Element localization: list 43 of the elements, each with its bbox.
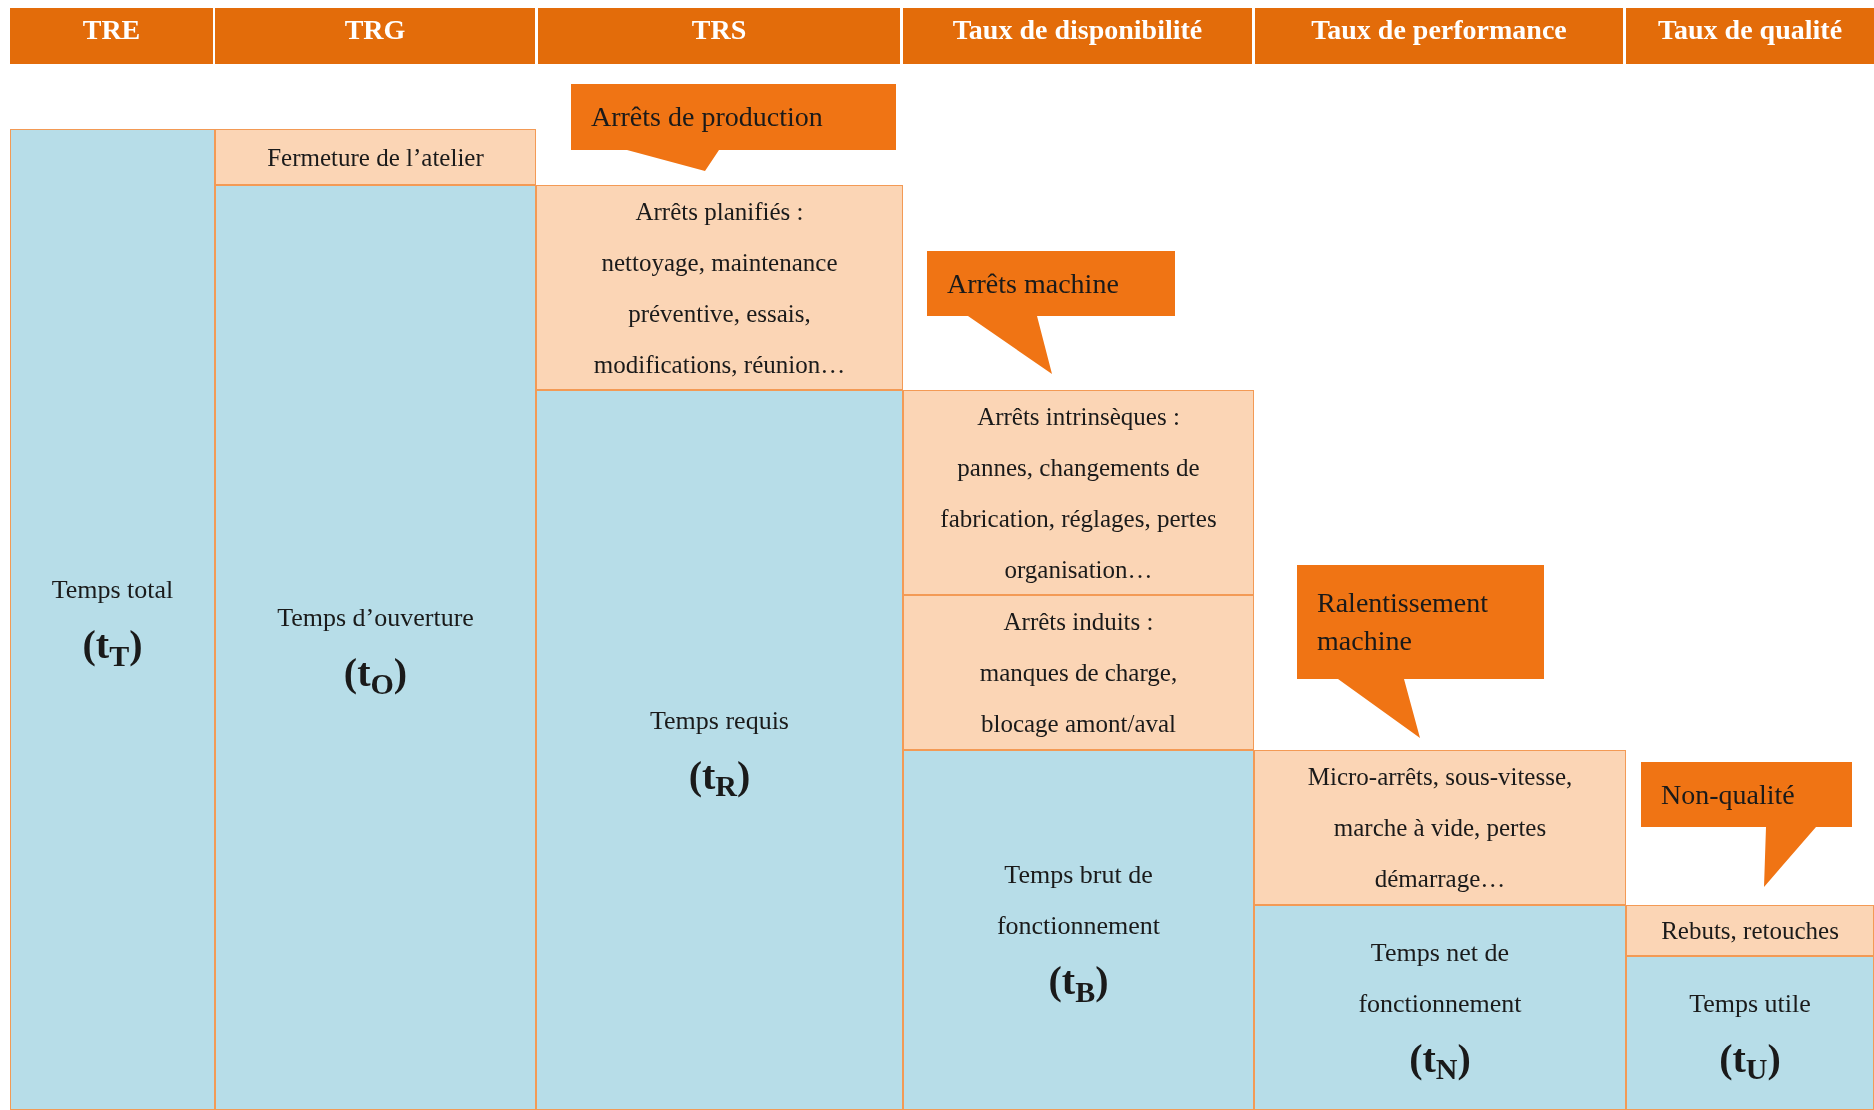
loss-text: Arrêts intrinsèques : bbox=[977, 401, 1180, 432]
loss-box bbox=[1254, 750, 1626, 905]
loss-text: Rebuts, retouches bbox=[1661, 916, 1839, 946]
time-label: Temps brut de fonctionnement bbox=[995, 859, 1162, 942]
loss-box bbox=[215, 129, 536, 185]
time-symbol: (t$_{O}$) bbox=[343, 649, 408, 702]
column-header: Taux de disponibilité bbox=[903, 8, 1252, 64]
time-symbol: (t$_{N}$) bbox=[1409, 1034, 1471, 1087]
column-header: TRS bbox=[538, 8, 900, 64]
loss-text: Arrêts planifiés : bbox=[635, 196, 804, 227]
time-box bbox=[536, 390, 903, 1110]
loss-text: Micro-arrêts, sous-vitesse, marche à vide, pertes démarrage… bbox=[1306, 762, 1574, 894]
time-symbol: (t$_{B}$) bbox=[1048, 957, 1109, 1010]
time-box bbox=[903, 750, 1254, 1110]
loss-box bbox=[1626, 905, 1874, 956]
time-symbol: (t$_{R}$) bbox=[688, 751, 751, 804]
time-label: Temps d’ouverture bbox=[277, 602, 474, 634]
time-label: Temps net de fonctionnement bbox=[1357, 936, 1523, 1020]
column-header: Taux de performance bbox=[1255, 8, 1623, 64]
loss-text: pannes, changements de fabrication, réglages, pertes organisation… bbox=[939, 452, 1218, 585]
loss-box bbox=[536, 185, 903, 390]
time-symbol: (t$_{T}$) bbox=[82, 621, 143, 674]
loss-box bbox=[903, 390, 1254, 595]
time-label: Temps utile bbox=[1689, 987, 1811, 1020]
time-label: Temps total bbox=[51, 574, 174, 606]
callout-text: Arrêts de production bbox=[591, 100, 823, 134]
loss-text: nettoyage, maintenance préventive, essais, modifications, réunion… bbox=[592, 247, 847, 380]
time-box bbox=[10, 129, 215, 1110]
loss-box bbox=[903, 595, 1254, 750]
time-label: Temps requis bbox=[650, 704, 789, 737]
time-box bbox=[215, 185, 536, 1110]
column-header: TRG bbox=[215, 8, 535, 64]
time-box bbox=[1626, 956, 1874, 1110]
loss-text: manques de charge, blocage amont/aval bbox=[978, 658, 1179, 739]
time-symbol: (t$_{U}$) bbox=[1719, 1034, 1781, 1087]
column-header: Taux de qualité bbox=[1626, 8, 1874, 64]
callout-text: Non-qualité bbox=[1661, 777, 1795, 812]
time-box bbox=[1254, 905, 1626, 1110]
callout-text: Ralentissement machine bbox=[1317, 586, 1490, 658]
column-header: TRE bbox=[10, 8, 213, 64]
loss-text: Fermeture de l’atelier bbox=[267, 142, 484, 173]
callout-text: Arrêts machine bbox=[947, 266, 1119, 301]
loss-text: Arrêts induits : bbox=[1003, 607, 1154, 637]
